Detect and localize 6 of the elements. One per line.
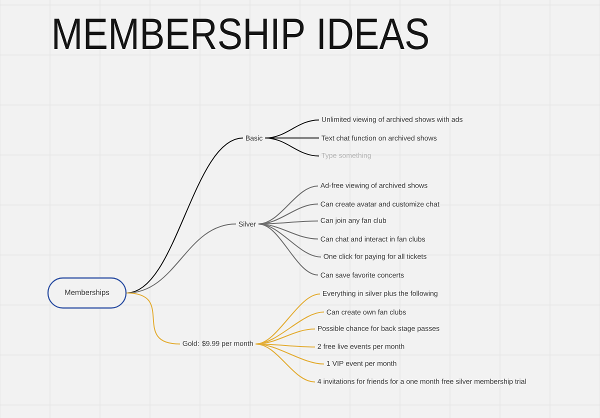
branch-line	[258, 224, 318, 276]
branch-line	[126, 292, 180, 344]
branch-line	[255, 294, 320, 344]
branch-line	[255, 344, 316, 382]
branch-line	[264, 138, 320, 156]
title: MEMBERSHIP IDEAS	[54, 18, 428, 50]
